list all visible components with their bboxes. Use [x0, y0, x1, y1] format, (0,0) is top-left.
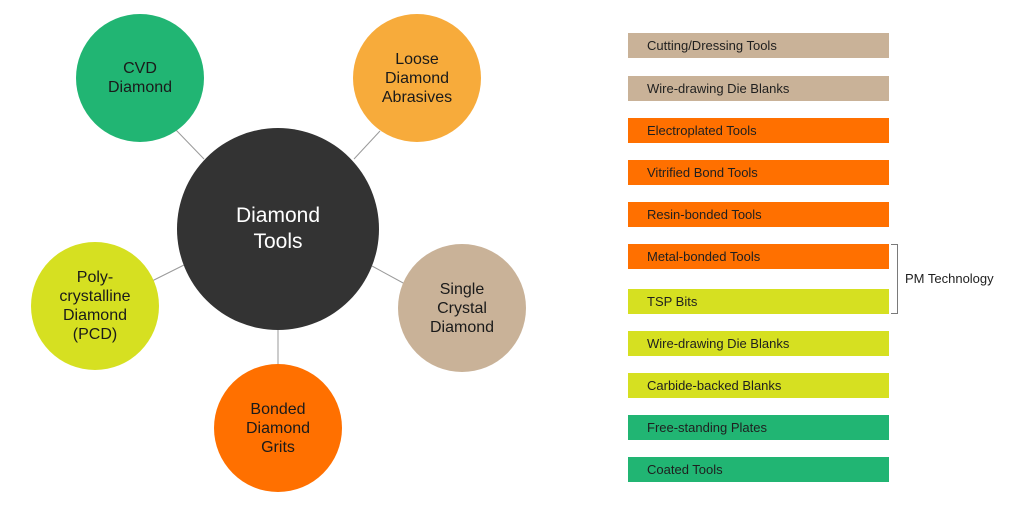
tool-bar-label: Vitrified Bond Tools	[647, 165, 758, 180]
single-crystal-diamond-node: Single Crystal Diamond	[398, 244, 526, 372]
tool-bar-wire-drawing-die-blanks-tan: Wire-drawing Die Blanks	[628, 76, 889, 101]
connector-pcd	[151, 263, 187, 282]
tool-bar-label: Carbide-backed Blanks	[647, 378, 782, 393]
center-node-label: Diamond Tools	[235, 204, 321, 253]
connector-loose-diamond-abrasives	[353, 130, 381, 160]
tool-bar-cutting-dressing-tools: Cutting/Dressing Tools	[628, 33, 889, 58]
cvd-diamond-label: CVD Diamond	[107, 60, 173, 96]
cvd-diamond-node: CVD Diamond	[76, 14, 204, 142]
tool-bar-wire-drawing-die-blanks-lime: Wire-drawing Die Blanks	[628, 331, 889, 356]
tool-bar-carbide-backed-blanks: Carbide-backed Blanks	[628, 373, 889, 398]
connector-single-crystal-diamond	[371, 265, 406, 285]
tool-bar-vitrified-bond-tools: Vitrified Bond Tools	[628, 160, 889, 185]
single-crystal-diamond-label: Single Crystal Diamond	[429, 280, 495, 336]
bonded-diamond-grits-label: Bonded Diamond Grits	[245, 400, 311, 456]
tool-bar-label: Cutting/Dressing Tools	[647, 38, 777, 53]
tool-bar-coated-tools: Coated Tools	[628, 457, 889, 482]
loose-diamond-abrasives-node: Loose Diamond Abrasives	[353, 14, 481, 142]
pcd-label: Poly- crystalline Diamond (PCD)	[59, 269, 131, 343]
tool-bar-label: Electroplated Tools	[647, 123, 757, 138]
tool-bar-label: TSP Bits	[647, 294, 698, 309]
connector-cvd-diamond	[175, 129, 205, 160]
tool-bar-electroplated-tools: Electroplated Tools	[628, 118, 889, 143]
tool-bar-free-standing-plates: Free-standing Plates	[628, 415, 889, 440]
tool-bar-label: Coated Tools	[647, 462, 723, 477]
pm-technology-label: PM Technology	[905, 271, 994, 286]
tool-bar-tsp-bits: TSP Bits	[628, 289, 889, 314]
tool-bar-label: Resin-bonded Tools	[647, 207, 762, 222]
tool-bar-metal-bonded-tools: Metal-bonded Tools	[628, 244, 889, 269]
pcd-node: Poly- crystalline Diamond (PCD)	[31, 242, 159, 370]
pm-technology-bracket	[891, 244, 898, 314]
loose-diamond-abrasives-label: Loose Diamond Abrasives	[381, 50, 453, 106]
bonded-diamond-grits-node: Bonded Diamond Grits	[214, 364, 342, 492]
diamond-tools-center-node: Diamond Tools	[177, 128, 379, 330]
tool-bar-resin-bonded-tools: Resin-bonded Tools	[628, 202, 889, 227]
tool-bar-label: Free-standing Plates	[647, 420, 767, 435]
tool-bar-label: Metal-bonded Tools	[647, 249, 761, 264]
tool-bar-label: Wire-drawing Die Blanks	[647, 81, 790, 96]
tool-bar-label: Wire-drawing Die Blanks	[647, 336, 790, 351]
